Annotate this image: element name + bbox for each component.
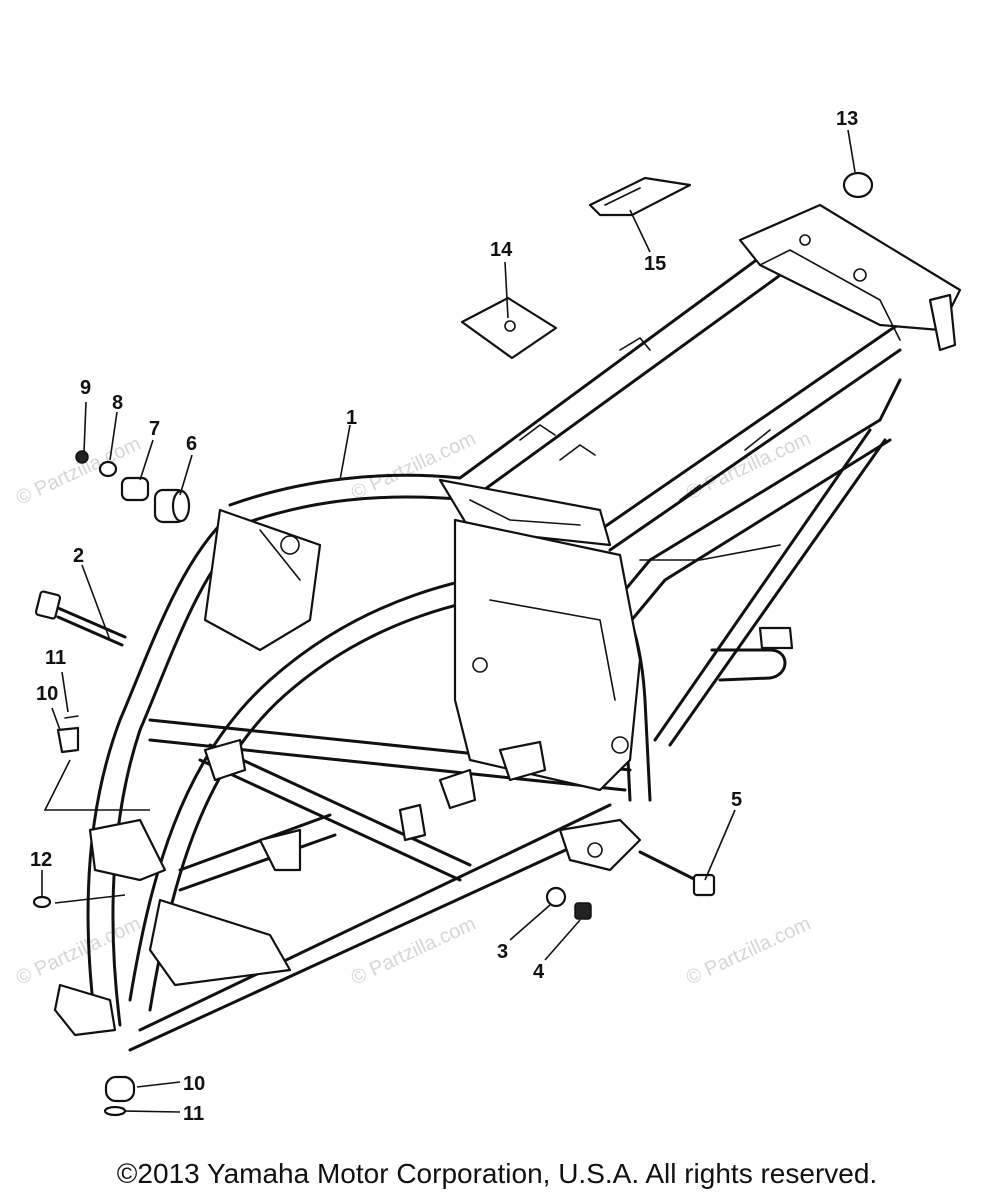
- part-13-cap: [842, 171, 874, 199]
- part-15-clip: [588, 176, 692, 217]
- part-2-bolt: [34, 590, 127, 647]
- parts-3-4-5-hardware: [545, 850, 716, 920]
- leader-lines: [41, 129, 856, 1113]
- callout-15: 15: [644, 253, 666, 275]
- callout-6: 6: [186, 433, 197, 455]
- callout-10-bottom: 10: [183, 1073, 205, 1095]
- watermark: © Partzilla.com: [348, 913, 479, 990]
- callout-13: 13: [836, 108, 858, 130]
- callout-1: 1: [346, 407, 357, 429]
- part-14-pad: [460, 296, 558, 360]
- callout-9: 9: [80, 377, 91, 399]
- callout-4: 4: [533, 961, 545, 983]
- parts-10-11-bottom: [103, 1075, 136, 1117]
- watermark: © Partzilla.com: [683, 913, 814, 990]
- parts-10-11-top: [56, 715, 80, 754]
- watermark: © Partzilla.com: [683, 428, 814, 505]
- main-frame: [53, 203, 962, 1052]
- callout-10: 10: [36, 683, 58, 705]
- callout-2: 2: [73, 545, 84, 567]
- watermark: © Partzilla.com: [13, 913, 144, 990]
- parts-6-9-bushing-set: [75, 450, 191, 524]
- part-12-clip: [32, 895, 52, 909]
- callout-14: 14: [490, 239, 513, 261]
- callout-labels: 1 2 3 4 5 6 7 8 9 10 11 12 13 14 15 10 1…: [30, 108, 858, 1125]
- callout-3: 3: [497, 941, 508, 963]
- callout-8: 8: [112, 392, 123, 414]
- callout-11-bottom: 11: [183, 1103, 204, 1125]
- callout-5: 5: [731, 789, 742, 811]
- copyright-notice: ©2013 Yamaha Motor Corporation, U.S.A. A…: [116, 1158, 878, 1189]
- callout-7: 7: [149, 418, 160, 440]
- callout-11: 11: [45, 647, 66, 669]
- callout-12: 12: [30, 849, 52, 871]
